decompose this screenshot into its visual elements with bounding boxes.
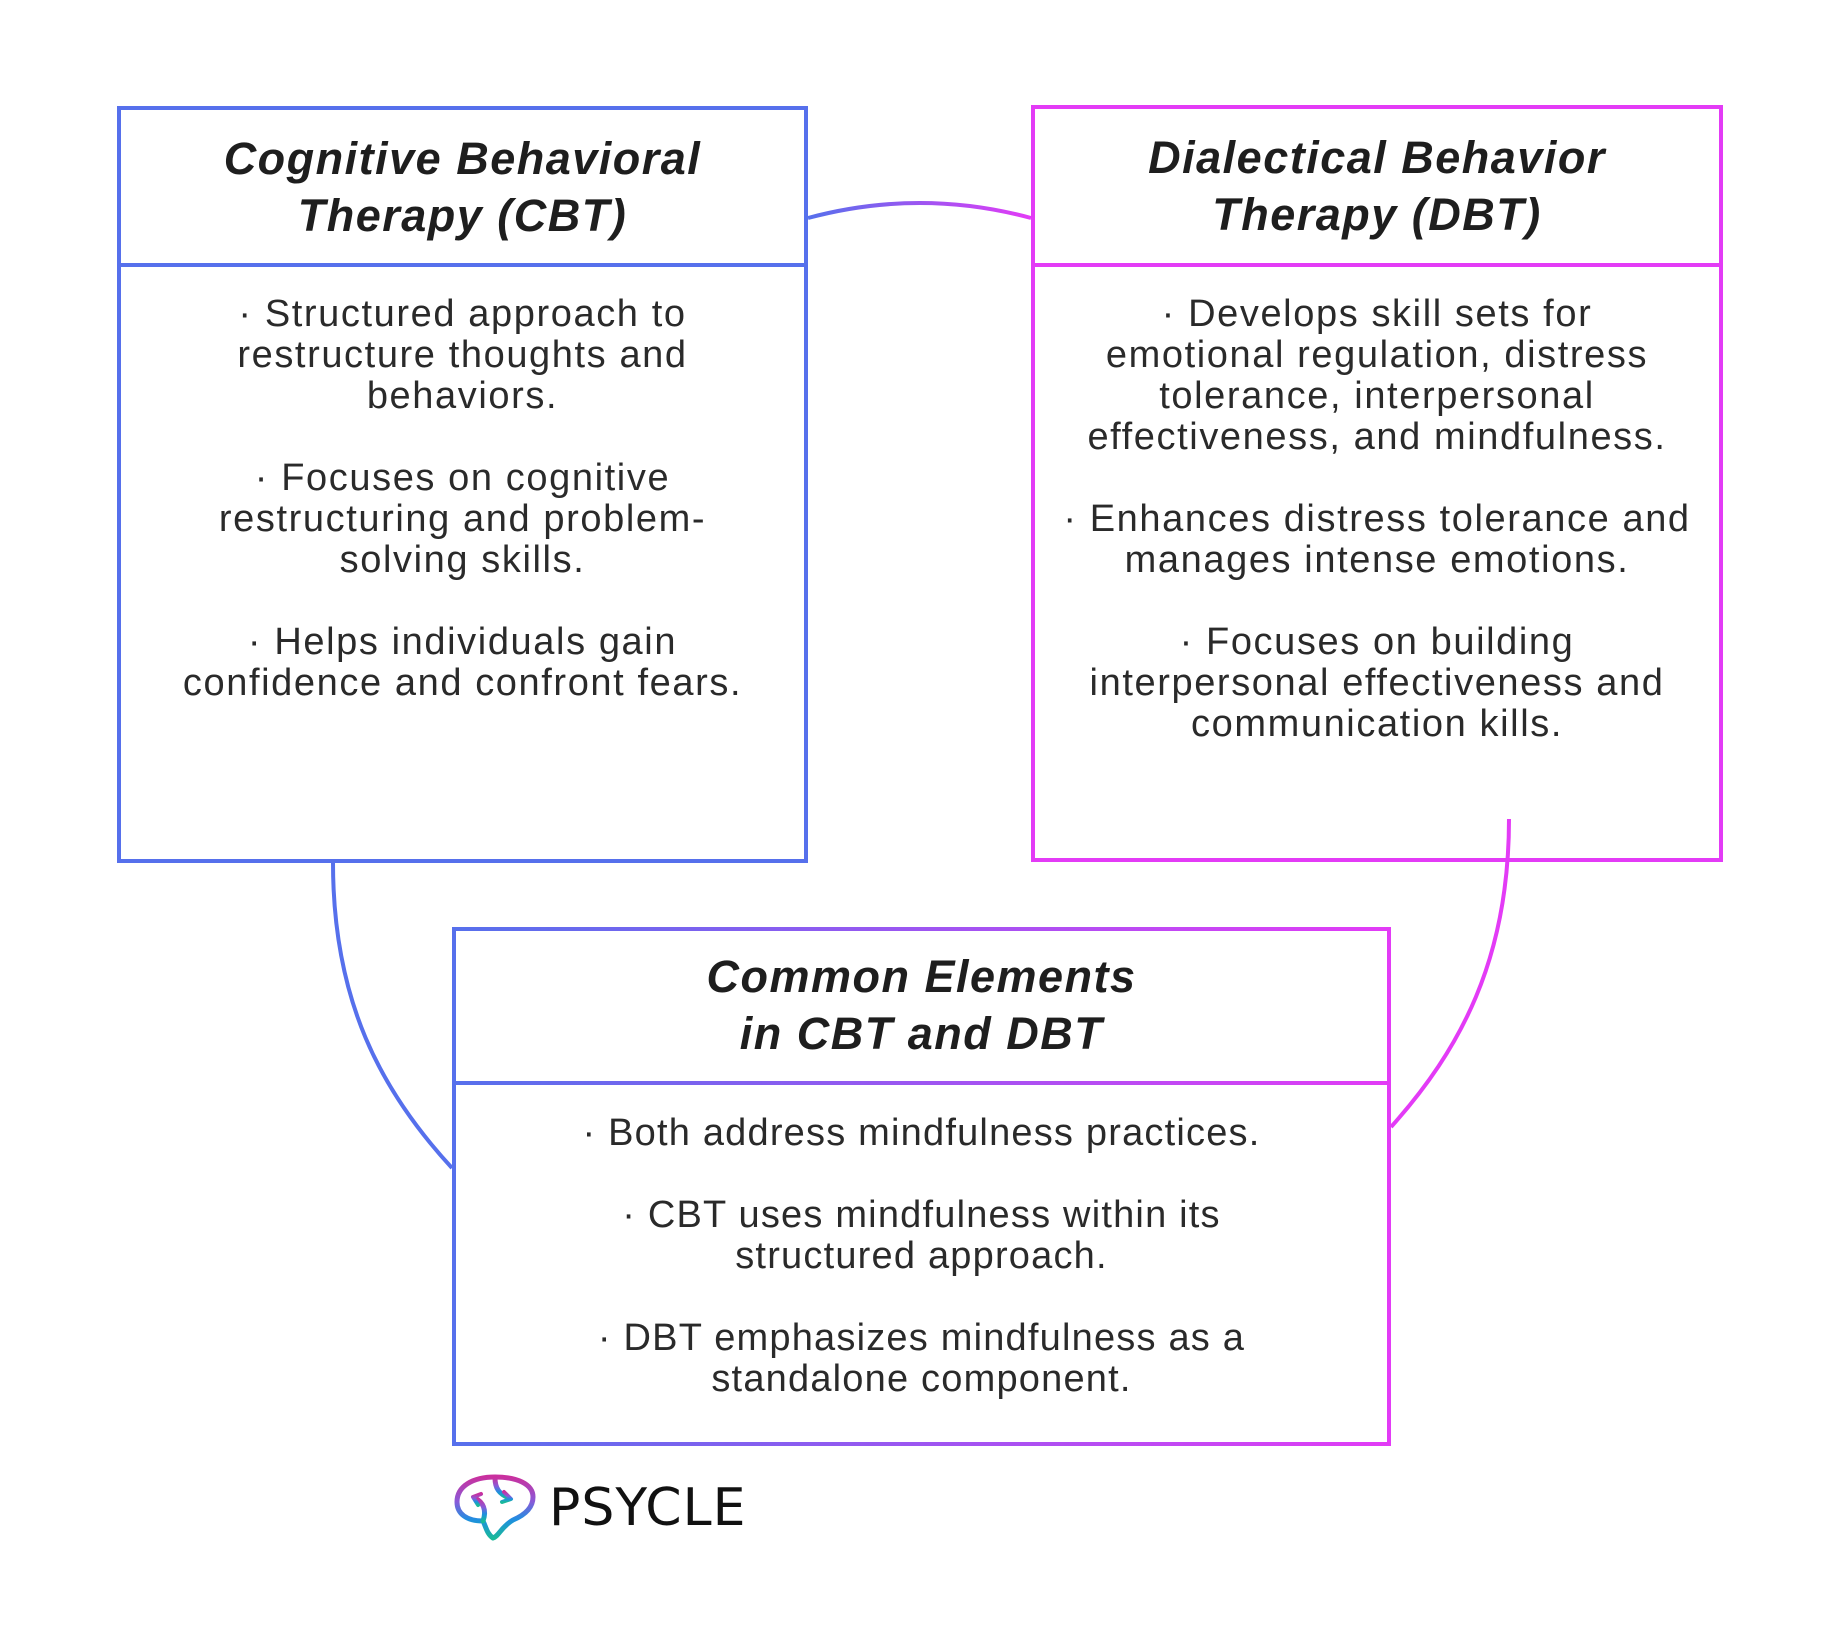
common-card-body: · Both address mindfulness practices. · … — [452, 1083, 1391, 1446]
logo-wordmark: PSYCLE — [549, 1477, 747, 1538]
dbt-card: Dialectical Behavior Therapy (DBT) · Dev… — [1031, 105, 1723, 862]
connector-cbt-dbt — [807, 201, 1032, 220]
dbt-card-body: · Develops skill sets for emotional regu… — [1035, 267, 1719, 858]
brain-cycle-icon — [454, 1474, 536, 1540]
common-elements-card: Common Elements in CBT and DBT · Both ad… — [452, 927, 1391, 1446]
cbt-card: Cognitive Behavioral Therapy (CBT) · Str… — [117, 106, 808, 863]
common-title: Common Elements in CBT and DBT — [706, 948, 1136, 1062]
cbt-card-header: Cognitive Behavioral Therapy (CBT) — [121, 110, 804, 267]
cbt-title-line1: Cognitive Behavioral — [223, 132, 702, 184]
connector-cbt-common — [331, 862, 454, 1170]
common-bullet: · CBT uses mindfulness within its struct… — [622, 1194, 1221, 1277]
cbt-card-body: · Structured approach to restructure tho… — [121, 267, 804, 859]
common-bullet: · Both address mindfulness practices. — [582, 1112, 1261, 1154]
dbt-card-header: Dialectical Behavior Therapy (DBT) — [1035, 109, 1719, 267]
connector-dbt-common — [1389, 818, 1511, 1129]
cbt-title: Cognitive Behavioral Therapy (CBT) — [224, 130, 702, 244]
dbt-bullet: · Focuses on building interpersonal effe… — [1089, 621, 1665, 745]
cbt-bullet: · Helps individuals gain confidence and … — [182, 621, 743, 704]
common-bullet: · DBT emphasizes mindfulness as a standa… — [597, 1317, 1246, 1400]
common-box-border — [452, 927, 1391, 1446]
cbt-bullet: · Focuses on cognitive restructuring and… — [218, 457, 707, 581]
dbt-title-line2: Therapy (DBT) — [1212, 189, 1542, 240]
dbt-bullet: · Develops skill sets for emotional regu… — [1087, 293, 1667, 458]
cbt-bullet: · Structured approach to restructure tho… — [237, 293, 688, 417]
dbt-title-line1: Dialectical Behavior — [1148, 132, 1606, 183]
common-card-header: Common Elements in CBT and DBT — [452, 927, 1391, 1083]
cbt-title-line2: Therapy (CBT) — [297, 189, 628, 241]
common-title-line2: in CBT and DBT — [739, 1008, 1104, 1059]
psycle-logo: PSYCLE — [453, 1470, 746, 1545]
common-title-line1: Common Elements — [706, 951, 1137, 1002]
dbt-bullet: · Enhances distress tolerance and manage… — [1063, 498, 1691, 581]
dbt-title: Dialectical Behavior Therapy (DBT) — [1148, 129, 1606, 243]
